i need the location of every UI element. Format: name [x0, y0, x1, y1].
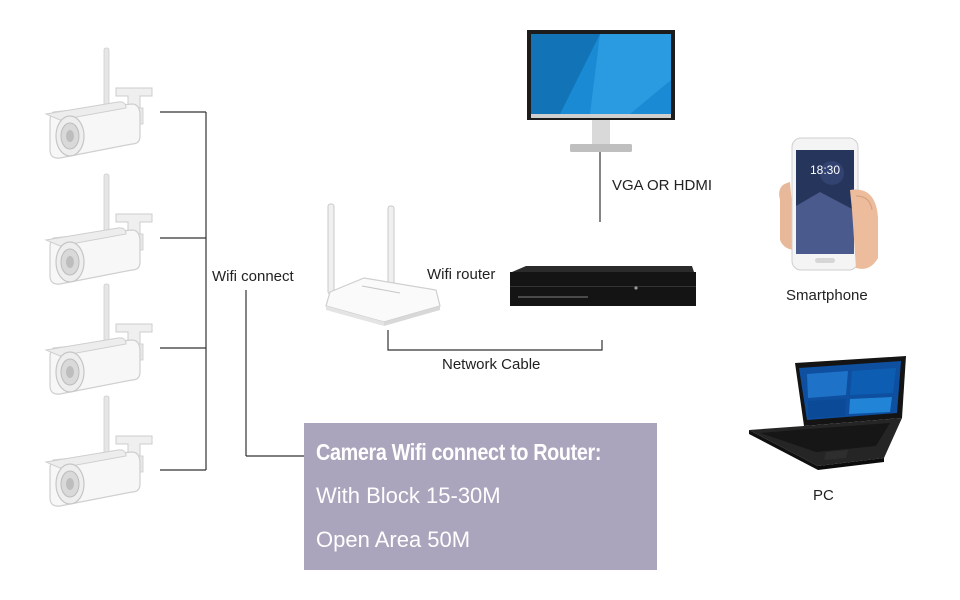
smartphone-label: Smartphone: [786, 287, 868, 304]
info-line-open-range: Open Area 50M: [316, 527, 471, 552]
smartphone-icon: 18:30: [779, 137, 878, 271]
bullet-camera-icon: [45, 47, 153, 159]
wifi-connect-label: Wifi connect: [212, 268, 294, 285]
nvr-icon: [510, 266, 696, 306]
info-line-block-range: With Block 15-30M: [316, 483, 501, 508]
connector-lines: [160, 111, 603, 471]
monitor-icon: [527, 30, 675, 152]
vga-hdmi-label: VGA OR HDMI: [612, 177, 713, 194]
wifi-router-icon: [325, 203, 441, 326]
pc-label: PC: [813, 487, 834, 504]
network-cable-label: Network Cable: [442, 356, 541, 373]
wifi-router-label: Wifi router: [427, 266, 496, 283]
info-box-title: Camera Wifi connect to Router:: [316, 439, 602, 465]
range-info-box: Camera Wifi connect to Router: With Bloc…: [304, 423, 657, 570]
laptop-icon: [749, 356, 906, 470]
bullet-camera-icon: [45, 283, 153, 395]
phone-clock-text: 18:30: [810, 163, 840, 177]
bullet-camera-icon: [45, 173, 153, 285]
bullet-camera-icon: [45, 395, 153, 507]
